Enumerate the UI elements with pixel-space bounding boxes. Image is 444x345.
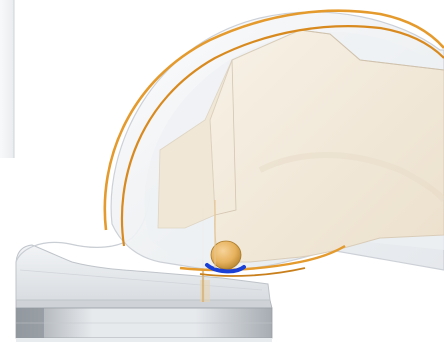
base-plate: [16, 300, 272, 342]
left-panel: [0, 0, 14, 158]
